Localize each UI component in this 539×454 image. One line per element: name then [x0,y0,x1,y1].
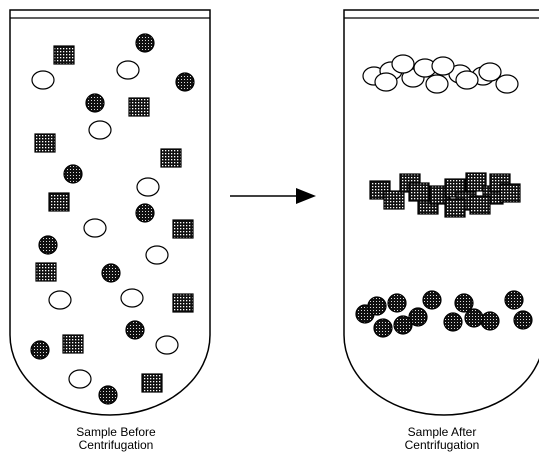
dotted-disc-particle [135,33,155,53]
hatched-square-particle [383,190,405,210]
hatched-square-particle [465,172,487,192]
dotted-disc-particle [175,72,195,92]
dotted-disc-particle [464,308,484,328]
hatched-square-particle [35,262,57,282]
dotted-disc-particle [85,93,105,113]
hatched-square-particle [53,45,75,65]
dotted-disc-particle [480,311,500,331]
open-circle-particle [145,245,169,265]
hatched-square-particle [62,334,84,354]
hatched-square-particle [172,293,194,313]
hatched-square-particle [34,133,56,153]
hatched-square-particle [48,192,70,212]
arrow-head [296,188,316,204]
tube-after-particles [355,54,533,338]
tube-before-particles [30,33,195,405]
open-circle-particle [431,56,455,76]
open-circle-particle [68,369,92,389]
tube-before-outline [9,9,211,416]
dotted-disc-particle [504,290,524,310]
open-circle-particle [48,290,72,310]
dotted-disc-particle [30,340,50,360]
tube-before [9,9,211,416]
open-circle-particle [478,62,502,82]
open-circle-particle [455,70,479,90]
open-circle-particle [155,335,179,355]
hatched-square-particle [160,148,182,168]
open-circle-particle [495,74,519,94]
dotted-disc-particle [408,307,428,327]
open-circle-particle [374,72,398,92]
hatched-square-particle [128,97,150,117]
open-circle-particle [391,54,415,74]
caption-after: Sample After Centrifugation [342,426,539,452]
dotted-disc-particle [373,318,393,338]
caption-after-line2: Centrifugation [404,438,480,452]
open-circle-particle [83,218,107,238]
hatched-square-particle [408,182,430,202]
caption-before: Sample Before Centrifugation [16,426,216,452]
caption-after-line1: Sample After [407,425,477,439]
dotted-disc-particle [422,290,442,310]
open-circle-particle [120,288,144,308]
hatched-square-particle [469,195,491,215]
dotted-disc-particle [38,235,58,255]
centrifugation-arrow [230,188,316,204]
dotted-disc-particle [387,293,407,313]
hatched-square-particle [141,373,163,393]
dotted-disc-particle [135,203,155,223]
hatched-square-particle [499,183,521,203]
open-circle-particle [136,177,160,197]
dotted-disc-particle [454,293,474,313]
dotted-disc-particle [367,296,387,316]
dotted-disc-particle [63,164,83,184]
dotted-disc-particle [125,320,145,340]
open-circle-particle [31,70,55,90]
dotted-disc-particle [98,385,118,405]
open-circle-particle [88,120,112,140]
caption-before-line1: Sample Before [76,425,156,439]
caption-before-line2: Centrifugation [78,438,154,452]
open-circle-particle [116,60,140,80]
dotted-disc-particle [101,263,121,283]
hatched-square-particle [444,198,466,218]
dotted-disc-particle [513,310,533,330]
dotted-disc-particle [393,315,413,335]
hatched-square-particle [172,219,194,239]
dotted-disc-particle [443,312,463,332]
open-circle-particle [425,74,449,94]
tube-after [343,9,539,416]
